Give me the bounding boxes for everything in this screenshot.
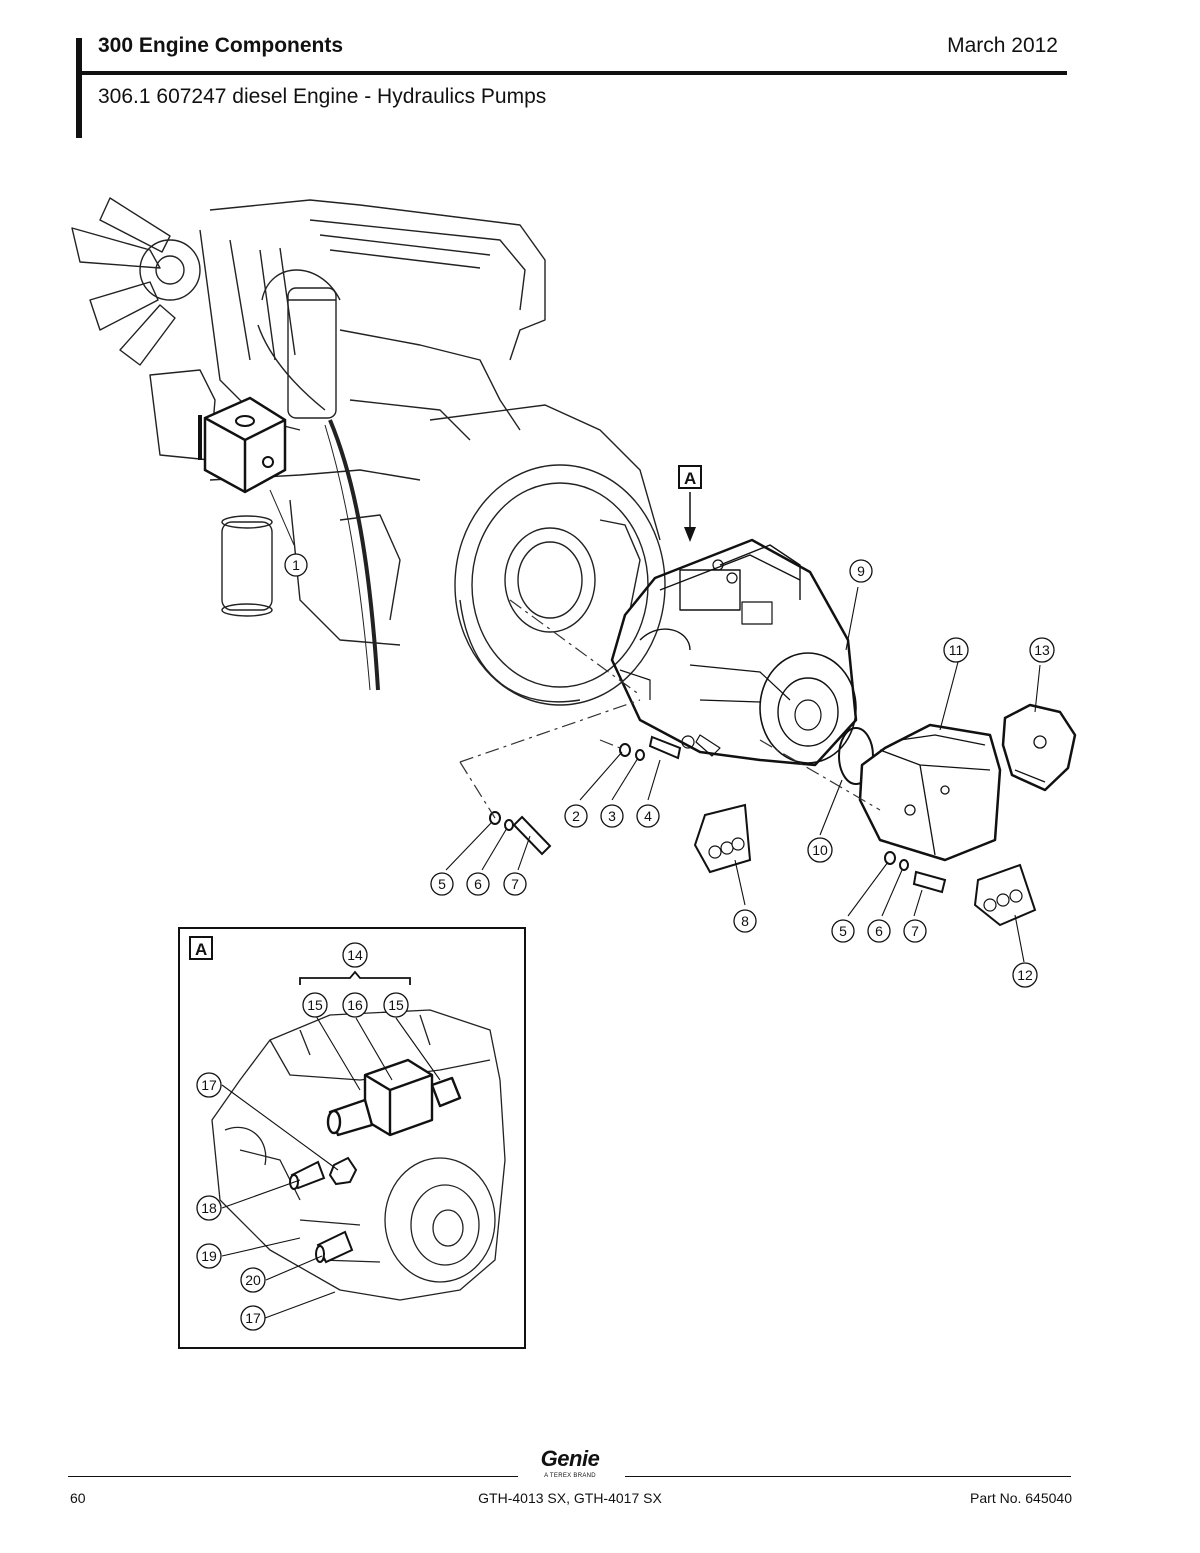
svg-text:16: 16 — [347, 997, 363, 1013]
svg-text:15: 15 — [307, 997, 323, 1013]
callout: 15 — [383, 992, 409, 1018]
svg-text:8: 8 — [741, 913, 749, 929]
hardware-fasteners — [489, 735, 947, 894]
callout: 5 — [831, 919, 855, 943]
callout: 4 — [636, 804, 660, 828]
svg-text:7: 7 — [911, 923, 919, 939]
callout: 17 — [240, 1305, 266, 1331]
callout: 16 — [342, 992, 368, 1018]
callout: 8 — [733, 909, 757, 933]
callout: 3 — [600, 804, 624, 828]
svg-text:5: 5 — [438, 876, 446, 892]
detail-label-a: A — [684, 469, 696, 488]
svg-text:17: 17 — [245, 1310, 261, 1326]
svg-text:1: 1 — [292, 557, 300, 573]
callout: 19 — [196, 1243, 222, 1269]
svg-text:9: 9 — [857, 563, 865, 579]
svg-text:6: 6 — [474, 876, 482, 892]
callout: 20 — [240, 1267, 266, 1293]
flywheel-housing — [429, 404, 666, 706]
callout: 18 — [196, 1195, 222, 1221]
callout: 2 — [564, 804, 588, 828]
svg-text:17: 17 — [201, 1077, 217, 1093]
svg-text:6: 6 — [875, 923, 883, 939]
svg-text:3: 3 — [608, 808, 616, 824]
seal-kit-bag — [693, 803, 1037, 927]
header-rule — [76, 71, 1067, 75]
callout: 15 — [302, 992, 328, 1018]
callout: 14 — [342, 942, 368, 968]
svg-text:11: 11 — [949, 642, 964, 658]
callout: 9 — [849, 559, 873, 583]
svg-text:10: 10 — [812, 842, 828, 858]
main-callouts: 1 2 3 4 5 6 7 8 9 10 11 12 13 5 6 7 — [284, 553, 1055, 988]
callout: 7 — [503, 872, 527, 896]
callout: 13 — [1029, 637, 1055, 663]
pump-end-cover — [1001, 703, 1077, 792]
svg-text:13: 13 — [1034, 642, 1050, 658]
footer-rule-right — [625, 1476, 1071, 1477]
detail-a-pointer: A — [678, 465, 702, 542]
detail-a-inset: A — [178, 927, 526, 1349]
page-number: 60 — [70, 1490, 86, 1506]
charge-gear-pump — [858, 723, 1002, 862]
svg-text:15: 15 — [388, 997, 404, 1013]
svg-text:12: 12 — [1017, 967, 1033, 983]
callout: 12 — [1012, 962, 1038, 988]
assembly-centerlines — [459, 599, 881, 819]
callout-leaders — [445, 586, 1041, 963]
svg-text:18: 18 — [201, 1200, 217, 1216]
part-number: Part No. 645040 — [970, 1490, 1072, 1506]
footer-models: GTH-4013 SX, GTH-4017 SX — [478, 1490, 662, 1506]
section-title: 300 Engine Components — [98, 34, 344, 57]
callout: 7 — [903, 919, 927, 943]
footer-rule-left — [68, 1476, 518, 1477]
hydraulic-piston-pump — [610, 538, 858, 767]
svg-text:2: 2 — [572, 808, 580, 824]
inset-label-a: A — [195, 940, 207, 959]
header-sidebar-bar — [76, 38, 82, 138]
callout: 5 — [430, 872, 454, 896]
engine-illustration — [71, 197, 546, 691]
callout: 11 — [943, 637, 969, 663]
svg-text:19: 19 — [201, 1248, 217, 1264]
callout: 6 — [867, 919, 891, 943]
header-date: March 2012 — [947, 34, 1058, 57]
callout: 1 — [284, 553, 308, 577]
callout: 10 — [807, 837, 833, 863]
brand-tagline: A TEREX BRAND — [544, 1473, 596, 1479]
svg-text:4: 4 — [644, 808, 652, 824]
svg-text:14: 14 — [347, 947, 363, 963]
callout: 6 — [466, 872, 490, 896]
svg-text:20: 20 — [245, 1272, 261, 1288]
brand-logo: Genie — [540, 1446, 600, 1471]
callout: 17 — [196, 1072, 222, 1098]
engine-gear-pump — [198, 396, 287, 494]
page-subtitle: 306.1 607247 diesel Engine - Hydraulics … — [98, 85, 547, 108]
svg-text:7: 7 — [511, 876, 519, 892]
svg-text:5: 5 — [839, 923, 847, 939]
